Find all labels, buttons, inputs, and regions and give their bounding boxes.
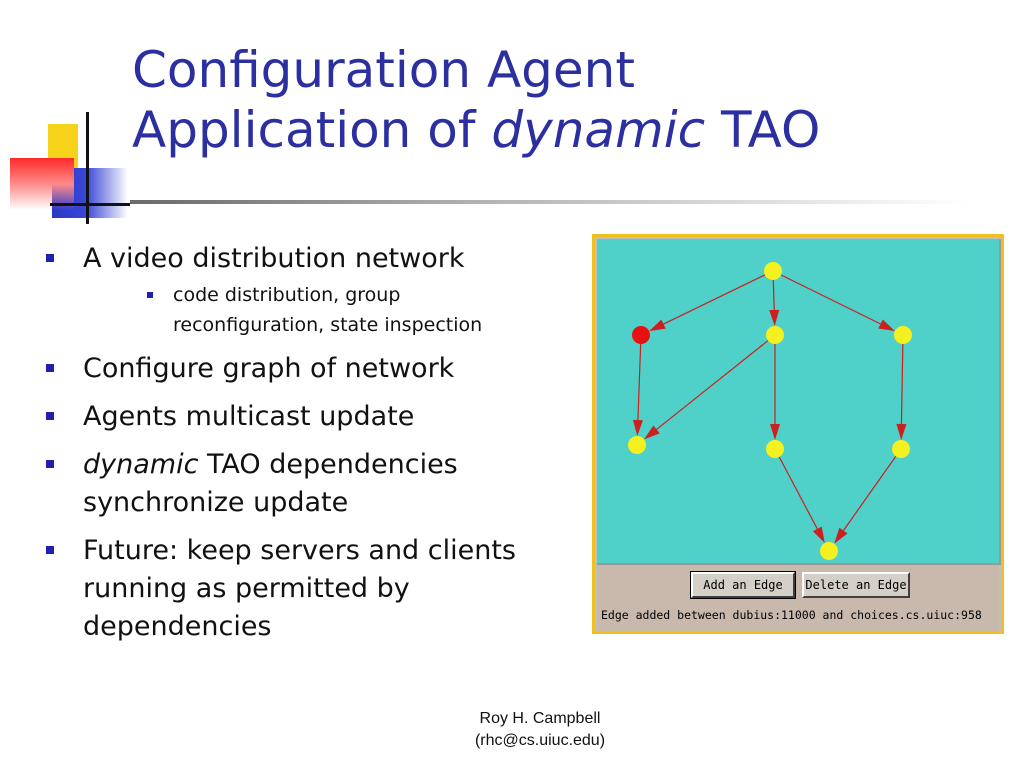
slide-title: Configuration Agent Application of dynam… xyxy=(132,40,992,160)
bullet-square-icon xyxy=(46,254,54,262)
graph-edge-arrowhead-icon xyxy=(769,309,780,327)
bullet-square-icon xyxy=(46,364,54,372)
bullet-square-icon xyxy=(46,546,54,554)
bullet-text: A video distribution network xyxy=(83,243,465,274)
graph-node-selected[interactable] xyxy=(632,326,650,344)
graph-node[interactable] xyxy=(820,542,838,560)
decorative-red-square xyxy=(10,158,74,210)
decorative-horizontal-line xyxy=(50,203,130,206)
graph-node[interactable] xyxy=(628,436,646,454)
graph-edge[interactable] xyxy=(772,270,887,328)
graph-node[interactable] xyxy=(892,440,910,458)
bullet-square-icon xyxy=(46,460,54,468)
graph-edge[interactable] xyxy=(651,334,776,434)
footer-email: (rhc@cs.uiuc.edu) xyxy=(474,732,606,749)
title-line-1: Configuration Agent xyxy=(132,41,635,99)
title-line-2-suffix: TAO xyxy=(705,101,821,159)
sub-bullet-text-line-1: code distribution, group xyxy=(173,284,401,306)
bullet-item: Agents multicast update xyxy=(44,398,584,436)
sub-bullet-square-icon xyxy=(147,292,153,298)
graph-edge-arrowhead-icon xyxy=(644,425,660,440)
network-graph xyxy=(628,262,912,560)
graph-edge[interactable] xyxy=(774,448,821,535)
slide-footer: Roy H. Campbell (rhc@cs.uiuc.edu) xyxy=(440,708,640,752)
graph-editor-screenshot: Add an Edge Delete an Edge Edge added be… xyxy=(592,234,1004,634)
bullet-item: Configure graph of network xyxy=(44,350,584,388)
graph-edge-arrowhead-icon xyxy=(770,424,780,440)
graph-edge-arrowhead-icon xyxy=(878,319,895,332)
add-edge-button[interactable]: Add an Edge xyxy=(690,571,796,599)
graph-node[interactable] xyxy=(894,326,912,344)
graph-node[interactable] xyxy=(764,262,782,280)
decorative-vertical-line xyxy=(86,112,89,224)
sub-bullet-list: code distribution, group reconfiguration… xyxy=(83,280,584,340)
bullet-item: Future: keep servers and clients running… xyxy=(44,532,584,646)
graph-edge[interactable] xyxy=(657,270,774,328)
bullet-text: Agents multicast update xyxy=(83,401,415,432)
graph-edge-arrowhead-icon xyxy=(649,319,666,332)
graph-toolbar: Add an Edge Delete an Edge Edge added be… xyxy=(597,565,999,631)
graph-edge-arrowhead-icon xyxy=(834,527,848,544)
graph-edge-arrowhead-icon xyxy=(896,423,907,441)
graph-node[interactable] xyxy=(766,326,784,344)
graph-edge[interactable] xyxy=(900,334,904,431)
sub-bullet-text-line-2: reconfiguration, state inspection xyxy=(173,314,483,336)
bullet-item: dynamic TAO dependencies synchronize upd… xyxy=(44,446,584,522)
bullet-square-icon xyxy=(46,412,54,420)
bullet-text: Future: keep servers and clients running… xyxy=(83,535,517,642)
delete-edge-button[interactable]: Delete an Edge xyxy=(802,572,910,598)
status-message: Edge added between dubius:11000 and choi… xyxy=(601,608,982,622)
title-underline xyxy=(130,200,970,204)
bullet-text: TAO dependencies synchronize update xyxy=(83,449,458,518)
graph-canvas[interactable] xyxy=(597,239,1001,565)
bullet-item: A video distribution network code distri… xyxy=(44,240,584,340)
graph-edge[interactable] xyxy=(839,448,902,536)
graph-edge-arrowhead-icon xyxy=(632,419,643,437)
title-line-2-prefix: Application of xyxy=(132,101,492,159)
title-line-2-italic: dynamic xyxy=(491,101,706,159)
graph-edge[interactable] xyxy=(637,334,642,427)
footer-author: Roy H. Campbell xyxy=(479,710,601,727)
bullet-text-italic: dynamic xyxy=(83,449,199,480)
graph-edge-arrowhead-icon xyxy=(812,526,825,544)
sub-bullet-item: code distribution, group reconfiguration… xyxy=(123,280,584,340)
bullet-list: A video distribution network code distri… xyxy=(44,240,584,656)
bullet-text: Configure graph of network xyxy=(83,353,455,384)
graph-node[interactable] xyxy=(766,440,784,458)
